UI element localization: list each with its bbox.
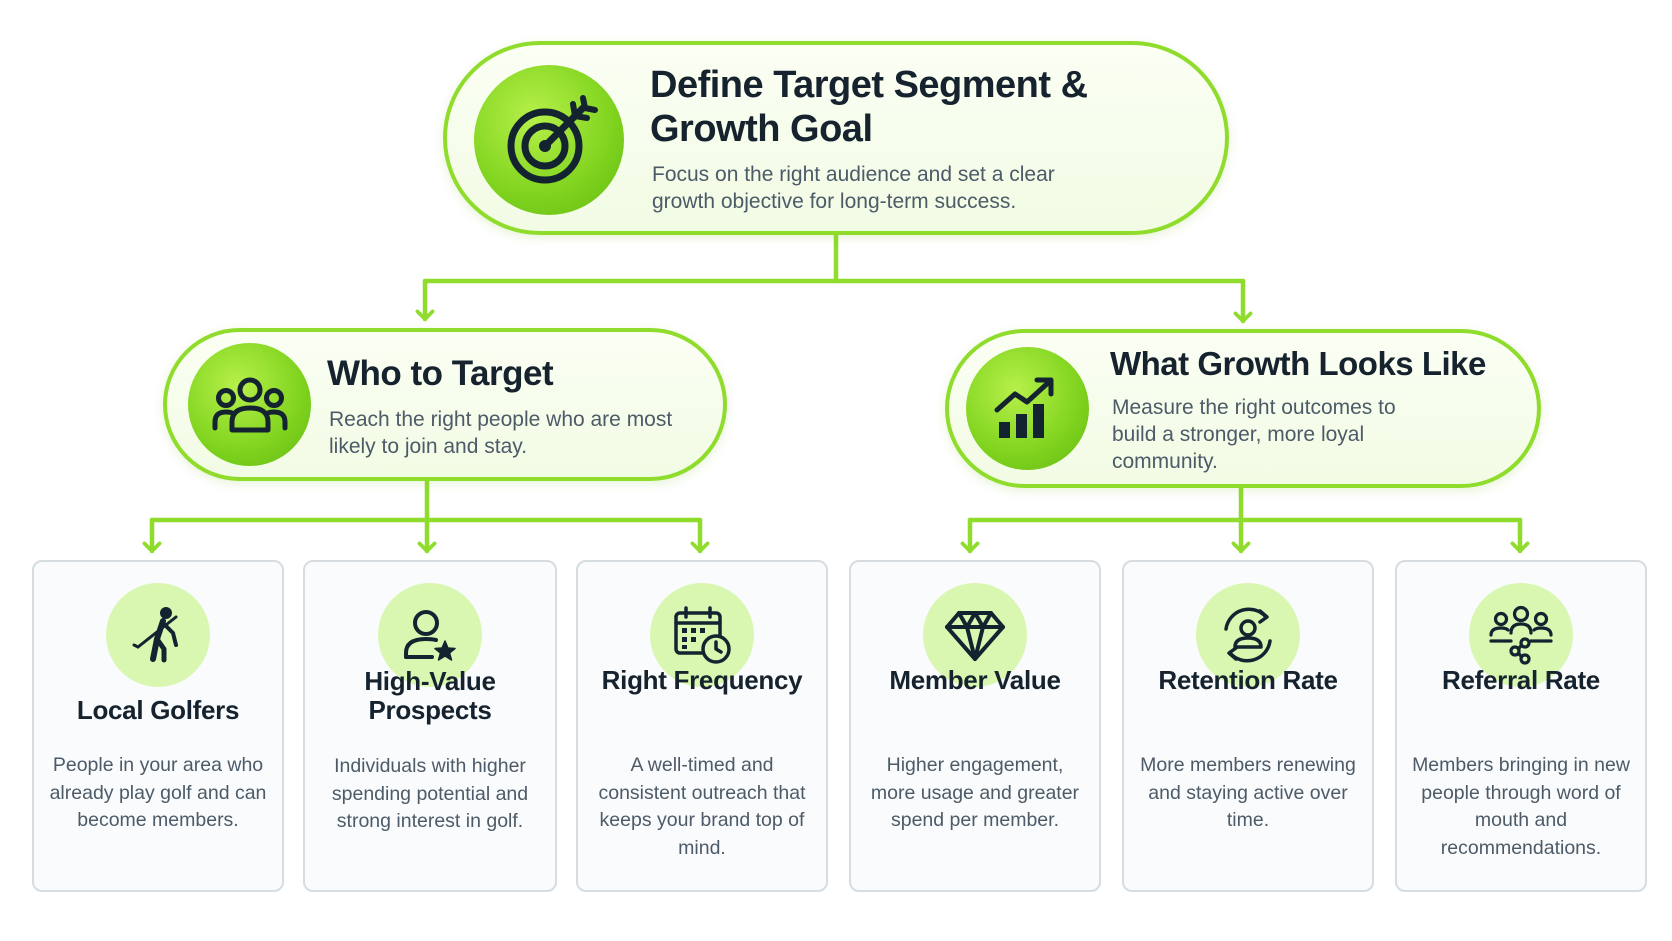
- branch-description: Measure the right outcomes to build a st…: [1112, 396, 1396, 473]
- card-description: A well-timed and consistent outreach tha…: [598, 754, 806, 860]
- card-member-value: Member Value Higher engagement, more usa…: [849, 560, 1101, 892]
- golfer-icon: [106, 583, 210, 687]
- diamond-icon: [923, 583, 1027, 687]
- calendar-clock-icon: [650, 583, 754, 687]
- branch-who-to-target: Who to Target Reach the right people who…: [163, 328, 727, 481]
- branch-what-growth-looks-like: What Growth Looks Like Measure the right…: [945, 329, 1541, 488]
- card-referral-rate: Referral Rate Members bringing in new pe…: [1395, 560, 1647, 892]
- referral-network-icon: [1469, 583, 1573, 687]
- card-description: People in your area who already play gol…: [49, 754, 267, 832]
- card-description: More members renewing and staying active…: [1140, 754, 1356, 832]
- target-arrow-icon: [474, 65, 624, 215]
- branch-title: Who to Target: [327, 354, 554, 393]
- user-cycle-icon: [1196, 583, 1300, 687]
- root-title: Define Target Segment & Growth Goal: [650, 64, 1088, 151]
- card-right-frequency: Right Frequency A well-timed and consist…: [576, 560, 828, 892]
- card-title: Referral Rate: [1442, 665, 1600, 695]
- root-description: Focus on the right audience and set a cl…: [652, 163, 1055, 213]
- people-group-icon: [188, 343, 311, 466]
- card-title: Member Value: [889, 665, 1061, 695]
- card-retention-rate: Retention Rate More members renewing and…: [1122, 560, 1374, 892]
- card-title: Right Frequency: [601, 665, 803, 695]
- card-local-golfers: Local Golfers People in your area who al…: [32, 560, 284, 892]
- growth-chart-icon: [966, 347, 1089, 470]
- branch-description: Reach the right people who are most like…: [329, 408, 673, 458]
- branch-title: What Growth Looks Like: [1110, 345, 1486, 382]
- card-description: Members bringing in new people through w…: [1412, 754, 1630, 860]
- card-description: Higher engagement, more usage and greate…: [870, 754, 1080, 832]
- card-description: Individuals with higher spending potenti…: [331, 755, 529, 833]
- root-node: Define Target Segment & Growth Goal Focu…: [443, 41, 1229, 235]
- card-high-value-prospects: High-Value Prospects Individuals with hi…: [303, 560, 557, 892]
- card-title: Local Golfers: [76, 695, 240, 725]
- card-title: Retention Rate: [1158, 665, 1338, 695]
- user-star-icon: [378, 583, 482, 687]
- card-title: High-Value Prospects: [364, 666, 496, 726]
